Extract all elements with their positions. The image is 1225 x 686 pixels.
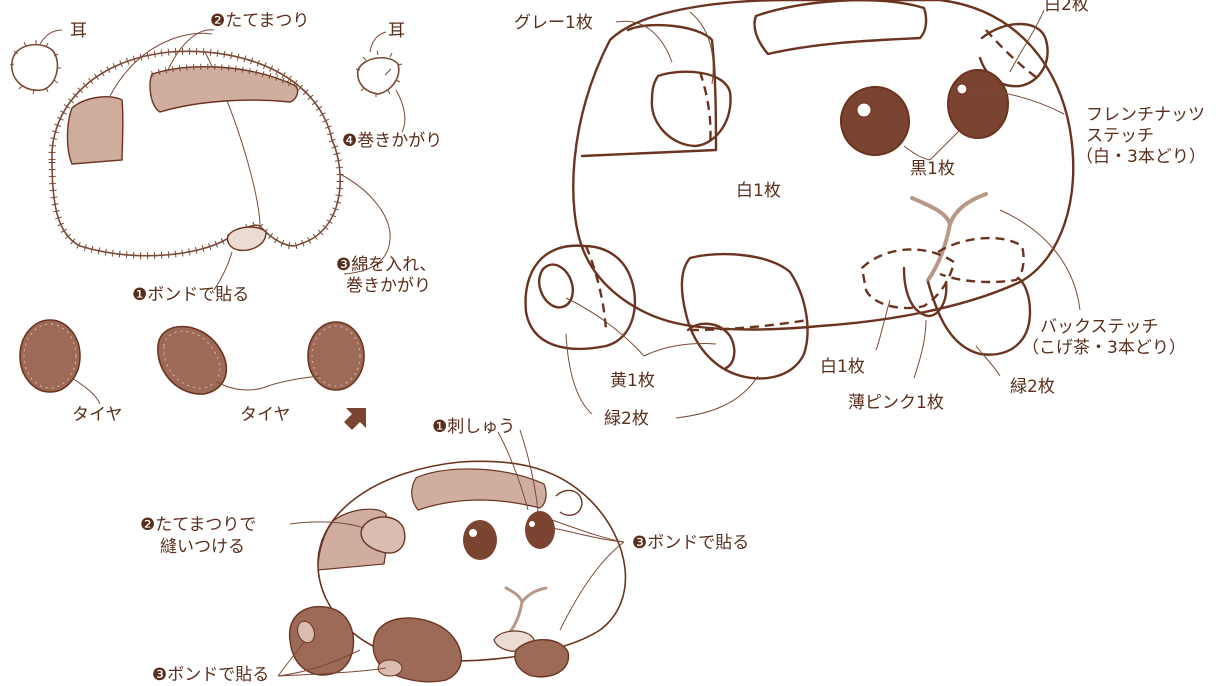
arrow-down-right-icon [344, 408, 366, 430]
tire-middle-label: タイヤ [240, 405, 291, 425]
pattern-diagram [524, 0, 1081, 419]
green-2-right-label: 緑2枚 [1010, 377, 1055, 397]
ear-piece-right [355, 50, 403, 97]
finished-assembly [277, 429, 627, 683]
gray-1-label: グレー1枚 [514, 13, 593, 33]
backstitch-line1: バックステッチ [1040, 317, 1159, 337]
french-knot-line2: ステッチ [1086, 126, 1154, 146]
white-2-label: 白2枚 [1044, 0, 1089, 15]
body-piece [48, 47, 344, 260]
sewing-steps-panel [9, 29, 406, 405]
french-knot-line1: フレンチナッツ [1086, 105, 1205, 125]
tire-piece-2 [157, 325, 228, 395]
ear-right-label: 耳 [388, 21, 405, 41]
green-2-left-label: 緑2枚 [604, 409, 649, 429]
blindstitch-label: ❷たてまつり [210, 11, 309, 31]
stuff-label-line2: 巻きかがり [346, 276, 431, 296]
stuff-label-line1: ❸綿を入れ、 [336, 255, 436, 275]
glue-eyes-label: ❸ボンドで貼る [632, 533, 749, 553]
black-1-label: 黒1枚 [910, 159, 955, 179]
tire-piece-1 [19, 319, 81, 393]
pink-1-label: 薄ピンク1枚 [848, 393, 944, 413]
whipstitch-label: ❹巻きかがり [342, 131, 442, 151]
yellow-1-label: 黄1枚 [610, 371, 655, 391]
ear-piece-left [9, 40, 61, 95]
attach-label-line2: 縫いつける [160, 537, 245, 557]
ear-left-label: 耳 [70, 21, 87, 41]
glue-label: ❶ボンドで貼る [132, 285, 249, 305]
attach-label-line1: ❷たてまつりで [140, 515, 256, 535]
french-knot-line3: （白・3本どり） [1076, 147, 1206, 167]
backstitch-line2: （こげ茶・3本どり） [1022, 338, 1186, 358]
white-1-body-label: 白1枚 [736, 181, 781, 201]
embroider-label: ❶刺しゅう [432, 417, 515, 437]
tire-left-label: タイヤ [72, 405, 123, 425]
tire-piece-3 [307, 321, 365, 391]
white-1-teeth-label: 白1枚 [820, 357, 865, 377]
glue-wheels-label: ❸ボンドで貼る [152, 665, 269, 685]
